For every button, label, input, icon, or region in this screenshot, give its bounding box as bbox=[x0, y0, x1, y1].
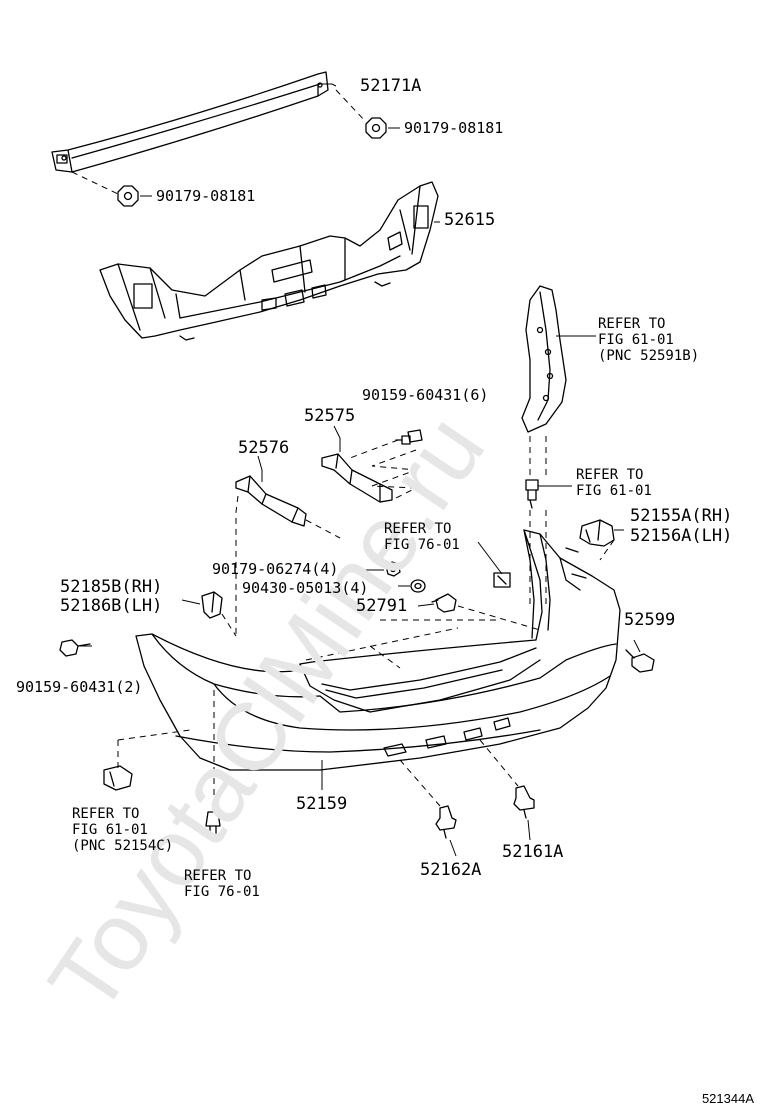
label-52161A: 52161A bbox=[502, 842, 564, 862]
fastener-clip-52599 bbox=[625, 649, 655, 673]
note-refer-fig76-a: REFER TO FIG 76-01 bbox=[384, 521, 460, 553]
label-52156A: 52156A(LH) bbox=[630, 526, 733, 546]
part-52185B-spacer bbox=[201, 591, 223, 619]
fastener-screw-52791 bbox=[431, 593, 457, 613]
fastener-stud-refer76 bbox=[205, 811, 221, 837]
part-clip-refer76 bbox=[493, 572, 511, 588]
label-90159-60431-2: 90159-60431(2) bbox=[16, 678, 143, 696]
label-52185B: 52185B(RH) bbox=[60, 577, 163, 597]
fastener-clip-52162A bbox=[435, 805, 457, 839]
fastener-nut-90179-08181-lower bbox=[117, 185, 139, 207]
part-52155A-retainer bbox=[579, 519, 615, 547]
fastener-nut-90179-06274 bbox=[385, 561, 401, 577]
label-90179-06274: 90179-06274(4) bbox=[212, 560, 339, 578]
leader-lines bbox=[80, 83, 641, 857]
note-refer-fig61-a: REFER TO FIG 61-01 bbox=[576, 467, 652, 499]
label-52576: 52576 bbox=[238, 438, 290, 458]
fastener-washer-90430-05013 bbox=[410, 579, 426, 593]
label-90179-08181-lower: 90179-08181 bbox=[156, 187, 256, 205]
label-52171A: 52171A bbox=[360, 76, 422, 96]
label-90179-08181-upper: 90179-08181 bbox=[404, 119, 504, 137]
note-refer-fig76-b: REFER TO FIG 76-01 bbox=[184, 868, 260, 900]
figure-code: 521344A bbox=[701, 1091, 754, 1106]
part-52159-bumper-cover bbox=[135, 529, 621, 771]
label-90159-60431-6: 90159-60431(6) bbox=[362, 386, 489, 404]
label-90430-05013: 90430-05013(4) bbox=[242, 579, 369, 597]
part-52576-bracket bbox=[235, 475, 307, 527]
fastener-clip-52161A bbox=[513, 785, 535, 819]
fastener-nut-90179-08181-upper bbox=[365, 117, 387, 139]
part-52575-bracket bbox=[321, 453, 393, 503]
part-52171A-reinforcement bbox=[51, 71, 329, 173]
dashed-guides bbox=[71, 89, 615, 810]
label-52599: 52599 bbox=[624, 610, 676, 630]
part-52615-absorber bbox=[99, 181, 439, 341]
fastener-bolt-90159-60431-6 bbox=[395, 429, 423, 445]
label-52615: 52615 bbox=[444, 210, 496, 230]
part-side-retainer-52591B bbox=[521, 285, 567, 433]
fastener-bolt-refer61 bbox=[525, 479, 539, 509]
label-52162A: 52162A bbox=[420, 860, 482, 880]
part-clip-refer61-52154C bbox=[103, 765, 133, 791]
fastener-bolt-90159-60431-2 bbox=[59, 639, 91, 657]
label-52791: 52791 bbox=[356, 596, 408, 616]
label-52575: 52575 bbox=[304, 406, 356, 426]
label-52155A: 52155A(RH) bbox=[630, 506, 733, 526]
label-52159: 52159 bbox=[296, 794, 348, 814]
label-52186B: 52186B(LH) bbox=[60, 596, 163, 616]
note-refer-fig61-pnc52591b: REFER TO FIG 61-01 (PNC 52591B) bbox=[598, 316, 700, 364]
note-refer-fig61-pnc52154c: REFER TO FIG 61-01 (PNC 52154C) bbox=[72, 806, 174, 854]
